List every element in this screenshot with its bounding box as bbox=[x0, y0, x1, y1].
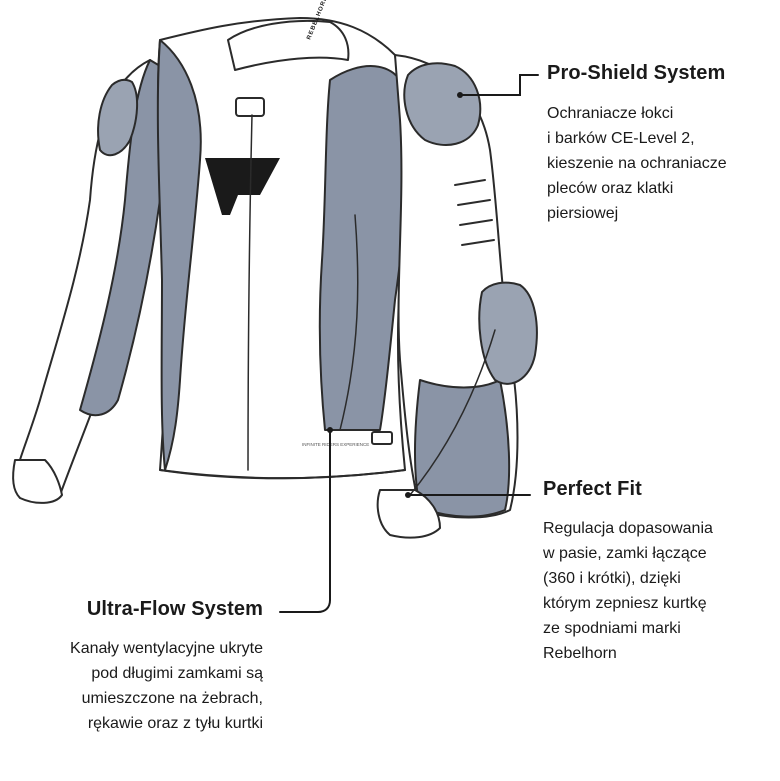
collar-tab bbox=[235, 97, 265, 117]
right-cuff bbox=[376, 489, 441, 539]
perfect-fit-title: Perfect Fit bbox=[543, 478, 642, 500]
hem bbox=[159, 469, 406, 480]
ultra-flow-line: umieszczone na żebrach, bbox=[81, 690, 263, 707]
sleeve-rib-3 bbox=[459, 219, 493, 226]
perfect-fit-leader-dot bbox=[405, 492, 411, 498]
perfect-fit-line: którym zepniesz kurtkę bbox=[543, 595, 707, 612]
perfect-fit-line: Regulacja dopasowania bbox=[543, 520, 713, 537]
logo-mark bbox=[205, 158, 280, 215]
ultra-flow-line: pod długimi zamkami są bbox=[91, 665, 263, 682]
left-shoulder-pad bbox=[97, 78, 138, 157]
sleeve-rib-1 bbox=[454, 179, 486, 186]
hem-tag-text: INFINITE RIDERS EXPERIENCE bbox=[302, 442, 369, 447]
left-cuff bbox=[12, 459, 63, 504]
pro-shield-line: i barków CE-Level 2, bbox=[547, 130, 695, 147]
perfect-fit-description: Regulacja dopasowania w pasie, zamki łąc… bbox=[543, 516, 713, 666]
perfect-fit-line: ze spodniami marki bbox=[543, 620, 681, 637]
ultra-flow-leader-dot bbox=[327, 427, 333, 433]
sleeve-rib-2 bbox=[457, 199, 491, 206]
pro-shield-line: kieszenie na ochraniacze bbox=[547, 155, 727, 172]
sleeve-rib-4 bbox=[461, 239, 495, 246]
waist-adjuster bbox=[371, 431, 393, 445]
left-side-panel bbox=[156, 39, 202, 471]
pro-shield-line: pleców oraz klatki bbox=[547, 180, 674, 197]
right-elbow-pad bbox=[478, 281, 538, 385]
pro-shield-description: Ochraniacze łokci i barków CE-Level 2, k… bbox=[547, 101, 727, 226]
perfect-fit-line: w pasie, zamki łączące bbox=[543, 545, 707, 562]
right-sleeve-panel bbox=[414, 379, 511, 518]
perfect-fit-line: (360 i krótki), dzięki bbox=[543, 570, 681, 587]
sleeve-vent-zipper bbox=[409, 329, 496, 496]
right-shoulder-pad bbox=[403, 62, 482, 146]
pro-shield-leader bbox=[459, 74, 539, 96]
pro-shield-line: Ochraniacze łokci bbox=[547, 105, 674, 122]
ultra-flow-leader bbox=[279, 429, 331, 613]
side-vent-zipper bbox=[339, 214, 359, 431]
ultra-flow-line: Kanały wentylacyjne ukryte bbox=[70, 640, 263, 657]
pro-shield-title: Pro-Shield System bbox=[547, 62, 726, 84]
ultra-flow-title: Ultra-Flow System bbox=[86, 598, 263, 620]
ultra-flow-line: rękawie oraz z tyłu kurtki bbox=[87, 715, 263, 732]
perfect-fit-line: Rebelhorn bbox=[543, 645, 617, 662]
ultra-flow-description: Kanały wentylacyjne ukryte pod długimi z… bbox=[70, 636, 263, 736]
pro-shield-leader-dot bbox=[457, 92, 463, 98]
front-zipper bbox=[247, 114, 253, 471]
pro-shield-line: piersiowej bbox=[547, 205, 619, 222]
collar bbox=[227, 19, 350, 71]
